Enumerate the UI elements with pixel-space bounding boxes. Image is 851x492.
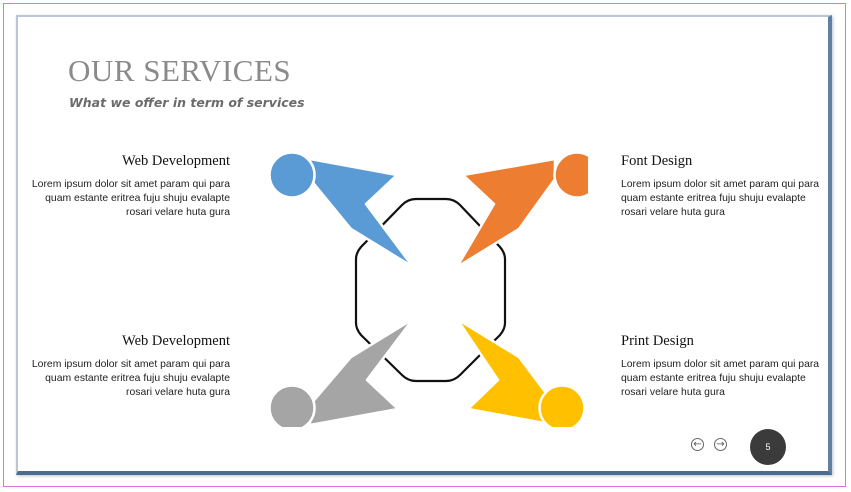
service-title: Web Development bbox=[122, 333, 230, 349]
arrow-left-circle-icon[interactable]: ← bbox=[691, 438, 704, 451]
figure-head bbox=[268, 384, 316, 427]
figure-arm bbox=[455, 157, 557, 269]
teamwork-diagram bbox=[268, 151, 588, 427]
person-figure-top-left bbox=[268, 151, 415, 269]
person-figure-top-right bbox=[455, 151, 588, 269]
page-subtitle: What we offer in term of services bbox=[69, 95, 305, 110]
service-web-development-bottom: Web Development Lorem ipsum dolor sit am… bbox=[30, 334, 230, 400]
service-font-design: Font Design Lorem ipsum dolor sit amet p… bbox=[621, 154, 821, 220]
service-description: Lorem ipsum dolor sit amet param qui par… bbox=[31, 358, 230, 398]
service-description: Lorem ipsum dolor sit amet param qui par… bbox=[621, 178, 820, 218]
page-title: OUR SERVICES bbox=[68, 53, 292, 88]
person-figure-bottom-right bbox=[455, 317, 586, 427]
service-web-development-top: Web Development Lorem ipsum dolor sit am… bbox=[30, 154, 230, 220]
page-number-badge: 5 bbox=[750, 429, 786, 465]
service-print-design: Print Design Lorem ipsum dolor sit amet … bbox=[621, 334, 821, 400]
center-hexagon bbox=[354, 197, 507, 383]
service-title: Web Development bbox=[122, 153, 230, 169]
figure-head bbox=[553, 151, 588, 199]
service-title: Print Design bbox=[621, 333, 694, 349]
arrow-right-circle-icon[interactable]: → bbox=[714, 438, 727, 451]
figure-head bbox=[538, 384, 586, 427]
service-description: Lorem ipsum dolor sit amet param qui par… bbox=[31, 178, 230, 218]
figure-arm bbox=[308, 157, 415, 269]
service-title: Font Design bbox=[621, 153, 693, 169]
service-description: Lorem ipsum dolor sit amet param qui par… bbox=[621, 358, 820, 398]
person-figure-bottom-left bbox=[268, 317, 415, 427]
window-frame bbox=[3, 3, 846, 487]
figure-head bbox=[268, 151, 316, 199]
slide: OUR SERVICES What we offer in term of se… bbox=[16, 15, 832, 475]
